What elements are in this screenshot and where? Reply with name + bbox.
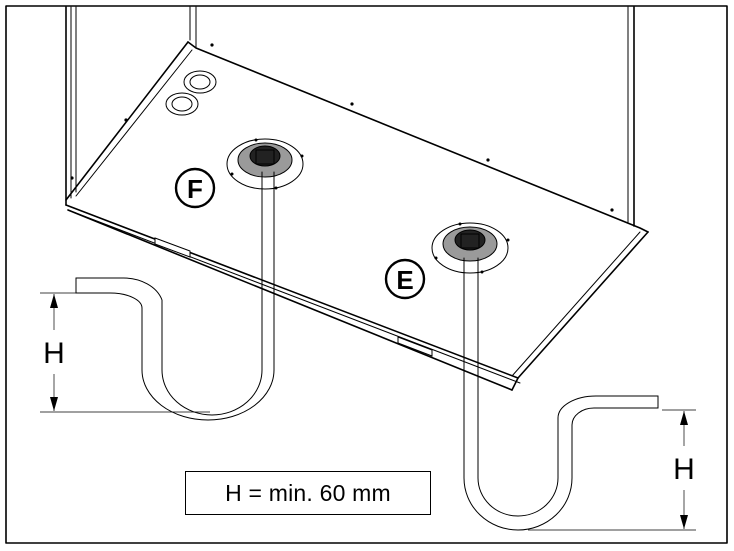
callout-e: E bbox=[384, 258, 426, 300]
siphon-pipe-f bbox=[75, 171, 275, 421]
dimension-right bbox=[528, 409, 696, 531]
base-tray bbox=[65, 41, 649, 391]
dimension-left bbox=[40, 292, 210, 413]
grommet-holes bbox=[165, 70, 217, 116]
callout-f: F bbox=[174, 167, 216, 209]
outlet-f-fitting bbox=[226, 138, 304, 190]
dimension-left-label: H bbox=[43, 337, 65, 370]
cabinet-frame bbox=[65, 6, 635, 227]
formula-text: H = min. 60 mm bbox=[225, 479, 391, 506]
callout-e-label: E bbox=[396, 265, 413, 295]
frame bbox=[5, 5, 728, 544]
formula-box: H = min. 60 mm bbox=[185, 471, 431, 515]
dimension-right-label: H bbox=[673, 453, 695, 486]
callout-f-label: F bbox=[187, 174, 203, 204]
outlet-e-fitting bbox=[431, 222, 510, 274]
siphon-pipe-e bbox=[463, 257, 659, 531]
